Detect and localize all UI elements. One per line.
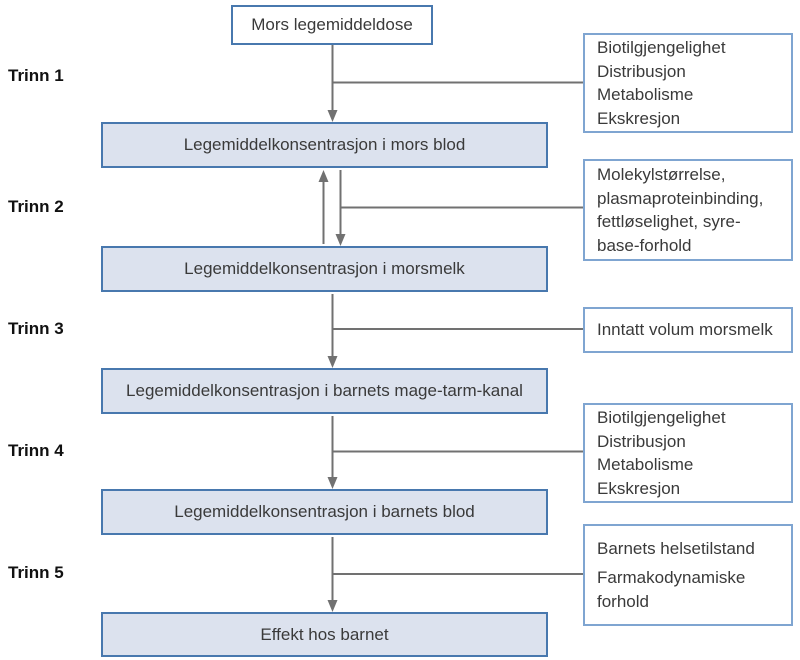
main-box-mors-blod: Legemiddelkonsentrasjon i mors blod xyxy=(101,122,548,168)
factor-box-trinn-5: Barnets helsetilstand Farmakodynamiske f… xyxy=(583,524,793,626)
factor-box-trinn-1: Biotilgjengelighet Distribusjon Metaboli… xyxy=(583,33,793,133)
step-label-trinn-3: Trinn 3 xyxy=(8,319,64,338)
step-label-trinn-5: Trinn 5 xyxy=(8,563,64,582)
factor-box-trinn-2: Molekylstørrelse, plasmaproteinbinding, … xyxy=(583,159,793,261)
step-label-trinn-2: Trinn 2 xyxy=(8,197,64,216)
source-box-mors-legemiddeldose: Mors legemiddeldose xyxy=(231,5,433,45)
factor-trinn5-helsetilstand: Barnets helsetilstand xyxy=(597,538,755,558)
main-box-morsmelk: Legemiddelkonsentrasjon i morsmelk xyxy=(101,246,548,292)
main-box-effekt-hos-barnet: Effekt hos barnet xyxy=(101,612,548,657)
main-box-barnets-blod: Legemiddelkonsentrasjon i barnets blod xyxy=(101,489,548,535)
factor-box-trinn-4: Biotilgjengelighet Distribusjon Metaboli… xyxy=(583,403,793,503)
main-box-mage-tarm: Legemiddelkonsentrasjon i barnets mage-t… xyxy=(101,368,548,414)
factor-trinn5-farmakodynamiske: Farmakodynamiske forhold xyxy=(597,568,746,611)
factor-box-trinn-3: Inntatt volum morsmelk xyxy=(583,307,793,353)
step-label-trinn-4: Trinn 4 xyxy=(8,441,64,460)
step-label-trinn-1: Trinn 1 xyxy=(8,66,64,85)
